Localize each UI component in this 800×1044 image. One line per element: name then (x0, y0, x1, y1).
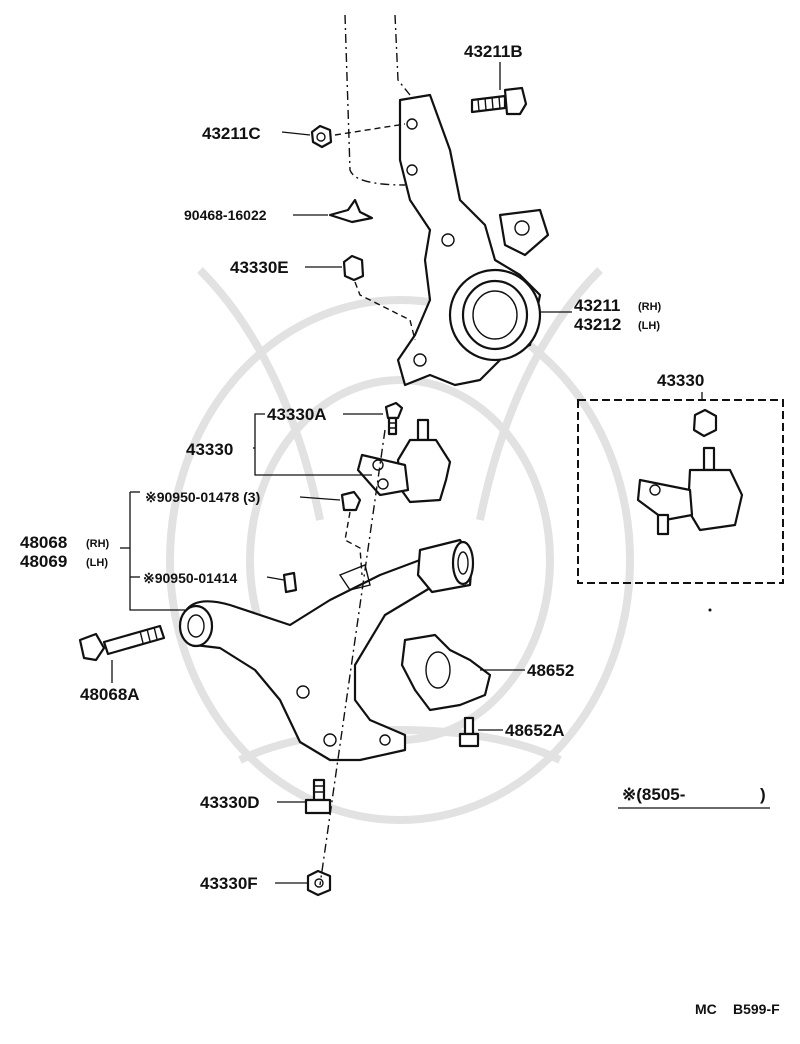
label-43330f: 43330F (200, 874, 258, 893)
label-43211-side: (RH) (638, 301, 662, 313)
illustration-code-prefix: MC (695, 1001, 717, 1017)
production-date-footnote: ※(8505- (622, 785, 685, 804)
bolt-90950-illustration (282, 490, 362, 594)
part-labels: 43211B 43211C 90468-16022 43330E 43211 (… (20, 42, 704, 893)
label-48068-side: (RH) (86, 538, 110, 550)
label-43211: 43211 (574, 296, 620, 315)
label-48069: 48069 (20, 552, 67, 571)
ball-joint-inset-box (577, 399, 784, 584)
cotter-pin-illustration (328, 198, 374, 224)
label-43330a: 43330A (267, 405, 327, 424)
ball-joint-illustration (356, 401, 452, 504)
label-48068a: 48068A (80, 685, 140, 704)
label-48068: 48068 (20, 533, 67, 552)
illustration-code: B599-F (733, 1001, 780, 1017)
nut-43330f-illustration (306, 869, 332, 897)
label-43211c: 43211C (202, 124, 261, 143)
label-90950-01478: ※90950-01478 (3) (145, 489, 260, 505)
production-date-footnote-close: ) (760, 785, 766, 804)
bolt-48652a-illustration (458, 716, 480, 748)
label-43212: 43212 (574, 315, 621, 334)
nut-43211c-illustration (310, 123, 406, 149)
label-43330: 43330 (186, 440, 233, 459)
steering-knuckle-illustration (396, 93, 550, 387)
label-90468-16022: 90468-16022 (184, 207, 267, 223)
assembly-center-line (319, 429, 386, 886)
small-dot-mark (708, 608, 712, 612)
label-43212-side: (LH) (638, 320, 660, 332)
leader-lines (111, 62, 770, 884)
bolt-48068a-illustration (78, 624, 166, 662)
label-43330d: 43330D (200, 793, 260, 812)
label-48652: 48652 (527, 661, 574, 680)
strut-outline (344, 14, 411, 186)
lower-control-arm-illustration (178, 538, 475, 762)
stabilizer-bushing-illustration (400, 633, 492, 712)
label-48069-side: (LH) (86, 557, 108, 569)
nut-43330e-illustration (342, 254, 416, 341)
label-48652a: 48652A (505, 721, 565, 740)
label-43330e: 43330E (230, 258, 289, 277)
label-43211b: 43211B (464, 42, 523, 61)
label-43330-inset: 43330 (657, 371, 704, 390)
bolt-43330d-illustration (304, 778, 332, 815)
label-90950-01414: ※90950-01414 (143, 570, 237, 586)
bolt-43211b-illustration (470, 86, 528, 116)
bolt-guide-line (344, 511, 363, 576)
